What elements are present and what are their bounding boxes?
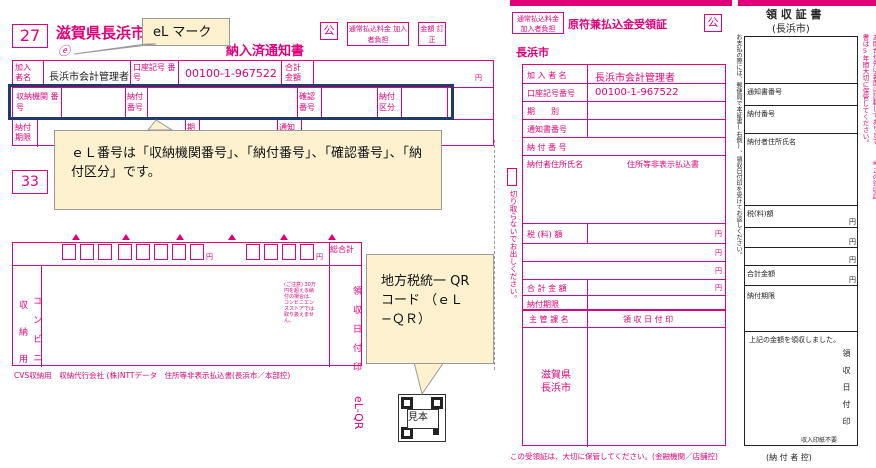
right-table: 通知書番号 納付番号 納付者住所氏名 税(料)額 円 円 円 合計金額 円 納付…	[744, 36, 858, 446]
fee-label: 通常払込料金 加入者負担	[347, 22, 409, 46]
mid-nofu-no-label: 納 付 番 号	[527, 143, 567, 152]
mid-payer-value: 長浜市会計管理者	[595, 73, 675, 84]
number-mid: 33	[12, 170, 48, 194]
yen-2: 円	[206, 253, 213, 261]
yen-1: 円	[475, 74, 482, 82]
right-stamp: 領 収 日 付 印	[842, 349, 851, 425]
right-form: 領 収 証 書 (長浜市) お支払の際には、郵便局で本証書(右側)、領収日付印を…	[735, 0, 876, 468]
mid-tax-label: 税 (料) 額	[527, 230, 563, 239]
right-title: 領 収 証 書	[766, 8, 822, 21]
right-kigen: 納付期限	[747, 292, 775, 300]
left-title-prefix: 滋賀県長浜市	[56, 24, 147, 42]
mid-city: 長浜市	[516, 46, 549, 59]
mid-side-cut: 切り取らないでお出しください。	[509, 190, 518, 303]
total-label: 合計 金額	[285, 63, 301, 82]
right-side-note: お問合せ先は裏面に記載しております。 ※この領収証書は5年間大切に保管してくださ…	[861, 34, 876, 200]
right-yen-4: 円	[849, 276, 856, 284]
right-yen-1: 円	[849, 218, 856, 226]
mid-account-label: 口座記号番号	[527, 89, 575, 98]
right-inshi: 収入印紙不要	[801, 437, 838, 444]
mid-ryoshu-label: 領 収 日 付 印	[623, 315, 674, 324]
shuno-label: 収納機関 番号	[16, 92, 59, 112]
sample-label: 見本	[408, 412, 428, 423]
mid-dept: 滋賀県 長浜市	[541, 370, 571, 394]
left-form: 27 滋賀県長浜市 ⓔ 納入済通知書 公 通常払込料金 加入者負担 金額 訂正 …	[8, 22, 495, 442]
payer-label: 加入 者名	[15, 63, 31, 82]
callout-qr-code: 地方税統一 QR コード （ｅＬ−ＱＲ）	[366, 254, 494, 364]
right-yen-2: 円	[849, 238, 856, 246]
el-number-highlight	[8, 84, 454, 120]
barcode-note: (ご注意) 30万円を超える納付の場合は、コンビニエンスストアでは取り扱えません…	[284, 282, 316, 324]
mid-yen-2: 円	[715, 249, 722, 257]
yen-3: 円	[316, 253, 323, 261]
right-nofu-hikae: (納 付 者 控)	[766, 453, 812, 462]
mid-receipt-box: 主 管 課 名 領 収 日 付 印 滋賀県 長浜市	[522, 310, 726, 447]
coupon-box	[12, 242, 362, 367]
right-name: 納付者住所氏名	[747, 138, 796, 146]
kakunin-label: 確認 番号	[299, 92, 315, 112]
account-value: 00100-1-967522	[185, 67, 277, 80]
mid-fee-label: 通常払込料金 加入者負担	[512, 12, 564, 34]
middle-form: 通常払込料金 加入者負担 原符兼払込金受領証 公 長浜市 加 入 者 名 長浜市…	[504, 0, 736, 468]
mid-yen-1: 円	[715, 230, 722, 238]
right-tax: 税(料)額	[747, 210, 774, 218]
mid-tsuchi-label: 通知書番号	[527, 125, 567, 134]
nofu-kubun-label: 納付 区分	[379, 92, 395, 112]
seal-kou: 公	[320, 22, 338, 40]
ryoshu-stamp-left: 領 収 日 付 印	[351, 286, 361, 371]
callout-el-number: ｅＬ番号は「収納機関番号」、「納付番号」、「確認番号」、「納付区分」です。	[54, 130, 442, 210]
nofu-kigen-label: 納付 期限	[15, 123, 31, 142]
right-notice-col: お支払の際には、郵便局で本証書(右側)、領収日付印を受けてお返しください。	[735, 34, 742, 258]
mid-title: 原符兼払込金受領証	[568, 18, 667, 31]
payer-value: 長浜市会計管理者	[49, 72, 129, 83]
number-top: 27	[12, 24, 48, 48]
amount-correct: 金額 訂正	[418, 22, 446, 46]
right-nofu-no: 納付番号	[747, 110, 775, 118]
mid-seal-kou: 公	[704, 14, 722, 32]
mid-address-value: 住所等非表示払込書	[627, 160, 699, 169]
shuno-side-label: 収 納 用	[17, 300, 27, 367]
nofu-no-label: 納付 番号	[127, 92, 143, 112]
soukei-label: 総合計	[330, 245, 354, 254]
el-mark-icon: ⓔ	[58, 44, 71, 58]
mid-kikan-label: 期 別	[527, 107, 559, 116]
right-total: 合計金額	[747, 270, 775, 278]
convenience-label: コ ン ビ ニ	[31, 296, 41, 362]
account-label: 口座記号 番号	[133, 63, 176, 82]
left-title-suffix: 納入済通知書	[226, 44, 305, 59]
callout-el-mark: eL マーク	[142, 18, 230, 46]
right-tsuchi: 通知書番号	[747, 88, 782, 96]
mid-yen-4: 円	[715, 284, 722, 292]
left-footer: CVS収納用 収納代行会社 (株)NTTデータ 住所等非表示払込書(長浜市／本部…	[14, 371, 291, 380]
mid-kigen-label: 納付期限	[527, 300, 559, 309]
mid-total-label: 合 計 金 額	[527, 284, 567, 293]
mid-address-label: 納付者住所氏名	[527, 160, 583, 169]
right-subtitle: (長浜市)	[772, 24, 810, 35]
mid-table: 加 入 者 名 長浜市会計管理者 口座記号番号 00100-1-967522 期…	[522, 64, 726, 311]
mid-account-value: 00100-1-967522	[595, 87, 679, 98]
right-received: 上記の金額を領収しました。	[749, 336, 840, 344]
mid-shukan-label: 主 管 課 名	[529, 315, 569, 324]
el-qr-vertical: eL-QR	[352, 396, 365, 430]
mid-footer: この受領証は、大切に保管してください。(金融機関／店舗控)	[510, 452, 718, 461]
right-yen-3: 円	[849, 256, 856, 264]
mid-yen-3: 円	[715, 267, 722, 275]
mid-payer-label: 加 入 者 名	[527, 71, 567, 80]
